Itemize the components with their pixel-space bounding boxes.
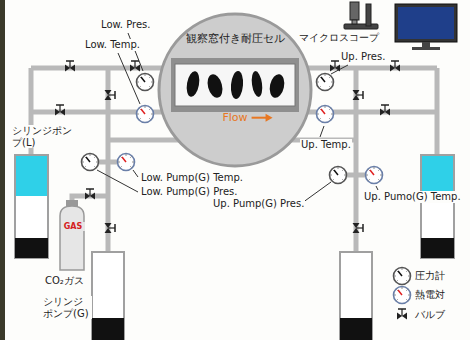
gauge-label: Low. Pres. <box>100 19 151 31</box>
edge-strip <box>0 0 5 340</box>
valve-symbol <box>330 61 340 72</box>
gauge-label: Up. Temp. <box>300 139 352 151</box>
flow-label: Flow <box>157 111 313 124</box>
pump-label: シリンジポンプ(G) <box>42 296 92 319</box>
syringe-pump <box>15 155 48 258</box>
gauge-label: Low. Temp. <box>84 39 141 51</box>
syringe-pump <box>340 252 372 340</box>
valve-symbol <box>85 189 95 200</box>
valve-symbol <box>65 61 75 72</box>
pressure-gauge <box>137 74 154 91</box>
pressure-gauge <box>82 154 99 171</box>
monitor <box>395 4 457 50</box>
thermocouple <box>137 106 154 123</box>
gauge-label: Low. Pump(G) Temp. <box>140 172 244 184</box>
instrument-label: マイクロスコープ <box>298 32 380 44</box>
cylinder-marking: GAS <box>61 222 85 231</box>
pump-label: シリンジポンプ(L) <box>11 125 75 148</box>
valve-symbol <box>55 105 65 116</box>
leader-lines <box>97 33 378 203</box>
cell-title: 観察窓付き耐圧セル <box>157 32 313 45</box>
valve-symbol <box>105 223 116 233</box>
pressure-cell: 観察窓付き耐圧セル Flow <box>157 12 313 168</box>
cell-title-text: 観察窓付き耐圧セル <box>186 32 285 45</box>
valve-symbol <box>105 90 116 100</box>
valve-symbol <box>397 309 407 320</box>
legend-text: 熱電対 <box>415 289 445 301</box>
flow-arrowhead <box>266 114 273 122</box>
valve-symbol <box>390 61 400 72</box>
thermocouple <box>366 167 383 184</box>
gauge-label: Up. Pump(G) Pres. <box>212 198 305 210</box>
valve-symbol <box>380 105 390 116</box>
thermocouple <box>317 106 334 123</box>
pressure-gauge <box>330 167 347 184</box>
gas-cylinder <box>60 200 84 270</box>
legend-text: バルブ <box>415 309 445 321</box>
flow-text: Flow <box>222 111 247 124</box>
gauge-label: Up. Pumo(G) Temp. <box>363 191 462 203</box>
pressure-gauge <box>394 268 411 285</box>
syringe-pump <box>92 252 124 340</box>
pressure-gauge <box>317 74 334 91</box>
valve-symbol <box>353 223 364 233</box>
gauge-label: Up. Pres. <box>340 51 386 63</box>
thermocouple <box>394 287 411 304</box>
gas-label: CO₂ガス <box>44 275 85 287</box>
syringe-pump <box>421 155 454 258</box>
microscope <box>344 2 378 29</box>
legend-text: 圧力計 <box>415 270 445 282</box>
flow-arrow <box>252 117 268 119</box>
gauge-label: Low. Pump(G) Pres. <box>140 186 238 198</box>
gauges-and-valves <box>55 61 411 320</box>
valve-symbol <box>353 90 364 100</box>
valve-symbol <box>130 61 140 72</box>
thermocouple <box>118 154 135 171</box>
